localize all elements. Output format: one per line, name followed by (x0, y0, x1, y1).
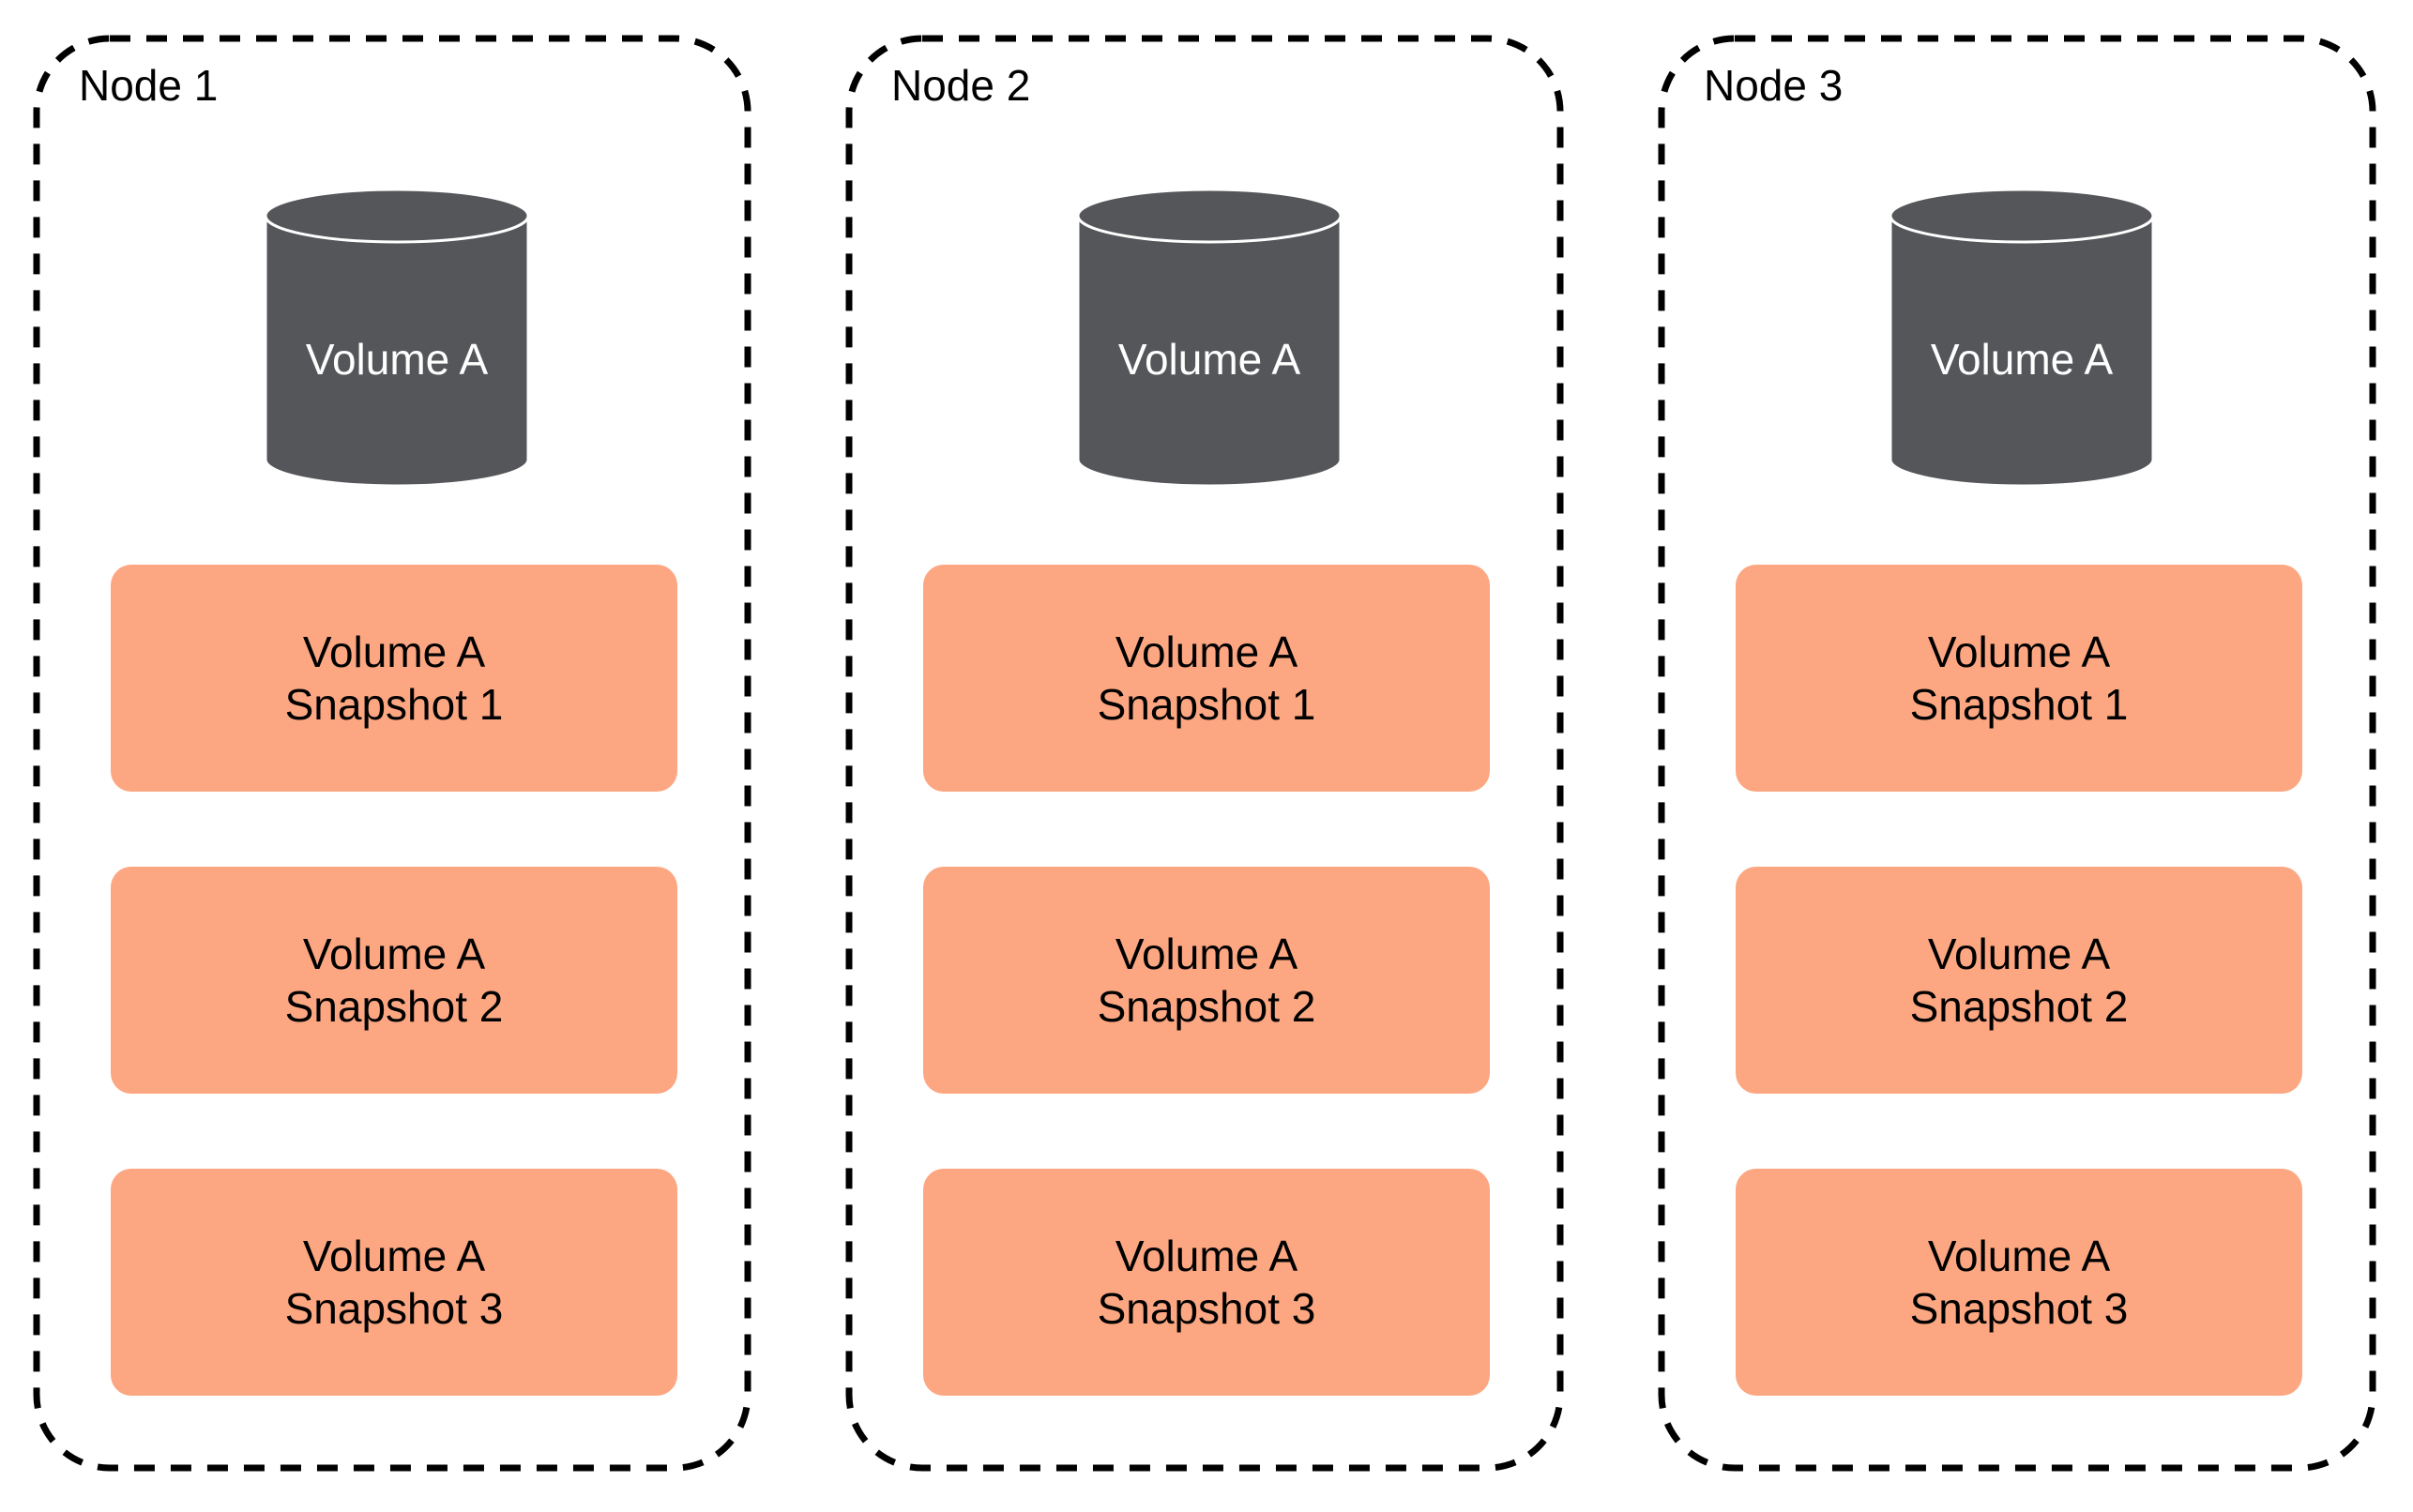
node-1-volume-cylinder[interactable]: Volume A (264, 188, 530, 488)
snapshot-volume-label: Volume A (302, 627, 486, 676)
node-1-snapshot-2[interactable]: Volume A Snapshot 2 (111, 867, 677, 1094)
node-3-border (1658, 35, 2376, 1472)
snapshot-volume-label: Volume A (302, 1232, 486, 1280)
node-3-snapshot-2[interactable]: Volume A Snapshot 2 (1736, 867, 2302, 1094)
snapshot-name-label: Snapshot 2 (1097, 982, 1316, 1031)
snapshot-volume-label: Volume A (302, 930, 486, 978)
snapshot-volume-label: Volume A (1927, 1232, 2111, 1280)
node-3-snapshot-1[interactable]: Volume A Snapshot 1 (1736, 565, 2302, 792)
node-3: Node 3 Volume A Volume A Snapshot 1 Volu… (1658, 35, 2376, 1472)
node-3-volume-label: Volume A (1930, 335, 2114, 384)
node-2-snapshot-1[interactable]: Volume A Snapshot 1 (923, 565, 1490, 792)
snapshot-name-label: Snapshot 3 (1909, 1284, 2129, 1333)
snapshot-name-label: Snapshot 3 (284, 1284, 504, 1333)
node-1-snapshot-3[interactable]: Volume A Snapshot 3 (111, 1169, 677, 1396)
node-3-volume-cylinder[interactable]: Volume A (1889, 188, 2155, 488)
snapshot-name-label: Snapshot 1 (1097, 680, 1316, 729)
snapshot-volume-label: Volume A (1927, 930, 2111, 978)
node-1: Node 1 Volume A Volume A Snapshot 1 Volu… (33, 35, 751, 1472)
database-icon (264, 188, 530, 488)
node-2-border (845, 35, 1564, 1472)
node-2-volume-label: Volume A (1117, 335, 1301, 384)
node-3-title: Node 3 (1704, 61, 1844, 110)
node-1-title: Node 1 (79, 61, 219, 110)
node-2: Node 2 Volume A Volume A Snapshot 1 Volu… (845, 35, 1564, 1472)
snapshot-volume-label: Volume A (1115, 627, 1298, 676)
snapshot-volume-label: Volume A (1927, 627, 2111, 676)
snapshot-volume-label: Volume A (1115, 1232, 1298, 1280)
database-icon (1076, 188, 1343, 488)
node-1-border (33, 35, 751, 1472)
node-2-title: Node 2 (891, 61, 1031, 110)
node-1-snapshot-1[interactable]: Volume A Snapshot 1 (111, 565, 677, 792)
snapshot-name-label: Snapshot 3 (1097, 1284, 1316, 1333)
snapshot-name-label: Snapshot 1 (1909, 680, 2129, 729)
node-3-snapshot-3[interactable]: Volume A Snapshot 3 (1736, 1169, 2302, 1396)
node-2-volume-cylinder[interactable]: Volume A (1076, 188, 1343, 488)
snapshot-name-label: Snapshot 2 (1909, 982, 2129, 1031)
node-2-snapshot-2[interactable]: Volume A Snapshot 2 (923, 867, 1490, 1094)
snapshot-volume-label: Volume A (1115, 930, 1298, 978)
database-icon (1889, 188, 2155, 488)
node-2-snapshot-3[interactable]: Volume A Snapshot 3 (923, 1169, 1490, 1396)
snapshot-name-label: Snapshot 1 (284, 680, 504, 729)
snapshot-name-label: Snapshot 2 (284, 982, 504, 1031)
node-1-volume-label: Volume A (305, 335, 489, 384)
